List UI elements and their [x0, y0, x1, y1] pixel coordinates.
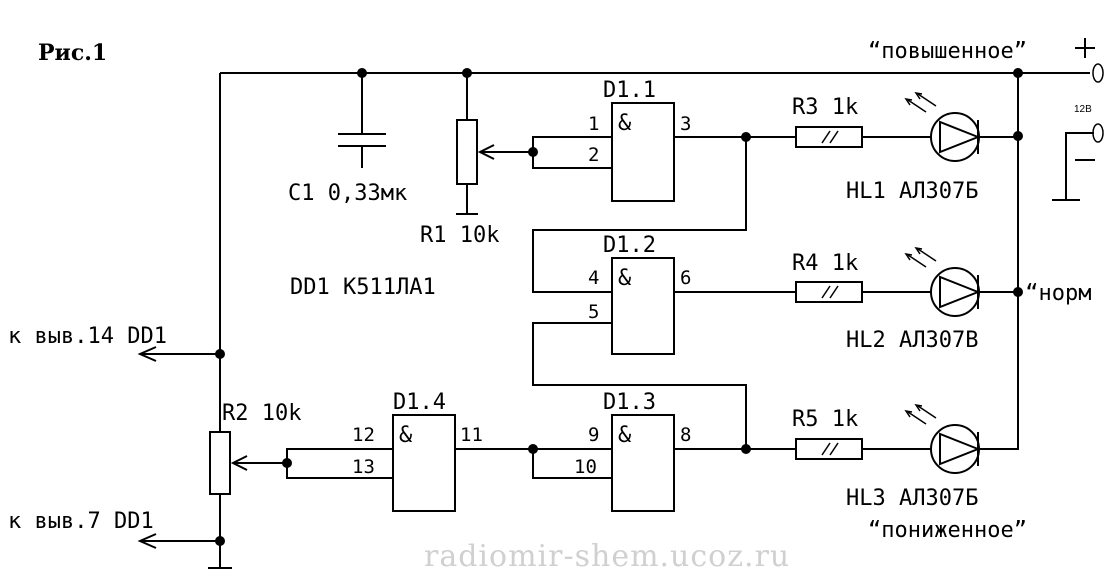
pin14-arrow — [137, 346, 157, 362]
hl2-label: HL2 AЛ307B — [846, 328, 978, 353]
gate-d14-pin13: 13 — [352, 456, 375, 478]
gate-d11-pin1: 1 — [588, 113, 599, 135]
gate-d14-pin11: 11 — [460, 424, 483, 446]
minus-terminal — [1092, 123, 1104, 143]
gate-d13-symbol: & — [618, 423, 632, 448]
wire-d12-in5 — [532, 322, 747, 449]
gate-d12-symbol: & — [618, 266, 632, 291]
wire-d11-in1 — [532, 136, 612, 152]
label-low-voltage: “пониженное” — [868, 518, 1027, 543]
led-hl1-icon — [904, 91, 1018, 162]
hl3-label: HL3 AЛ307Б — [846, 486, 978, 511]
gate-d13 — [611, 414, 675, 512]
gate-d13-pin9: 9 — [588, 424, 599, 446]
r2-resistor — [209, 431, 231, 495]
gate-d13-pin10: 10 — [574, 456, 597, 478]
wire-d14-in12 — [286, 448, 393, 463]
r4-resistor — [795, 281, 863, 303]
gate-d13-pin8: 8 — [680, 424, 691, 446]
gate-d14 — [392, 414, 456, 512]
r5-label: R5 1k — [792, 407, 858, 432]
ground-wire — [1065, 132, 1094, 200]
wire-d11-in2 — [532, 152, 612, 169]
figure-label: Рис.1 — [38, 40, 107, 66]
r5-resistor — [795, 438, 863, 460]
gate-d12-pin5: 5 — [588, 301, 599, 323]
r2-wiper-arrow — [230, 455, 248, 471]
label-normal-voltage: •“норм — [1012, 281, 1091, 306]
wire-d14-in13 — [286, 463, 393, 479]
gate-d11-name: D1.1 — [603, 78, 656, 103]
led-hl3-icon — [904, 403, 1018, 474]
label-high-voltage: “повышенное” — [868, 39, 1027, 64]
watermark: radiomir-shem.ucoz.ru — [424, 539, 790, 574]
r3-resistor — [795, 126, 863, 148]
gate-d14-symbol: & — [399, 423, 413, 448]
led-hl2-icon — [904, 246, 1018, 317]
gate-d11-pin3: 3 — [680, 113, 691, 135]
plus-terminal — [1092, 63, 1104, 83]
gate-d12-pin4: 4 — [588, 267, 599, 289]
label-pin7: к выв.7 DD1 — [8, 509, 154, 534]
junction-d13-out — [741, 444, 751, 454]
wire-d11-to-d12 — [532, 137, 747, 293]
r1-wiper-arrow — [477, 144, 495, 160]
label-pin14: к выв.14 DD1 — [8, 324, 167, 349]
gate-d14-name: D1.4 — [393, 390, 446, 415]
voltage-label: 12В — [1074, 104, 1092, 115]
r2-label: R2 10k — [222, 401, 301, 426]
wire-d13-in10 — [532, 449, 612, 479]
r1-label: R1 10k — [420, 223, 499, 248]
gate-d14-pin12: 12 — [352, 424, 375, 446]
ic-label: DD1 K511ЛA1 — [290, 275, 436, 300]
hl1-label: HL1 AЛ307Б — [846, 179, 978, 204]
r1-resistor — [456, 119, 478, 185]
gate-d11-pin2: 2 — [588, 144, 599, 166]
r3-label: R3 1k — [792, 95, 858, 120]
gate-d12 — [611, 257, 675, 355]
gate-d11 — [611, 102, 675, 202]
gate-d13-name: D1.3 — [603, 390, 656, 415]
pin7-arrow — [137, 533, 157, 549]
r4-label: R4 1k — [792, 251, 858, 276]
gate-d12-pin6: 6 — [680, 267, 691, 289]
c1-label: C1 0,33мк — [288, 181, 407, 206]
gate-d12-name: D1.2 — [603, 233, 656, 258]
gate-d11-symbol: & — [618, 111, 632, 136]
